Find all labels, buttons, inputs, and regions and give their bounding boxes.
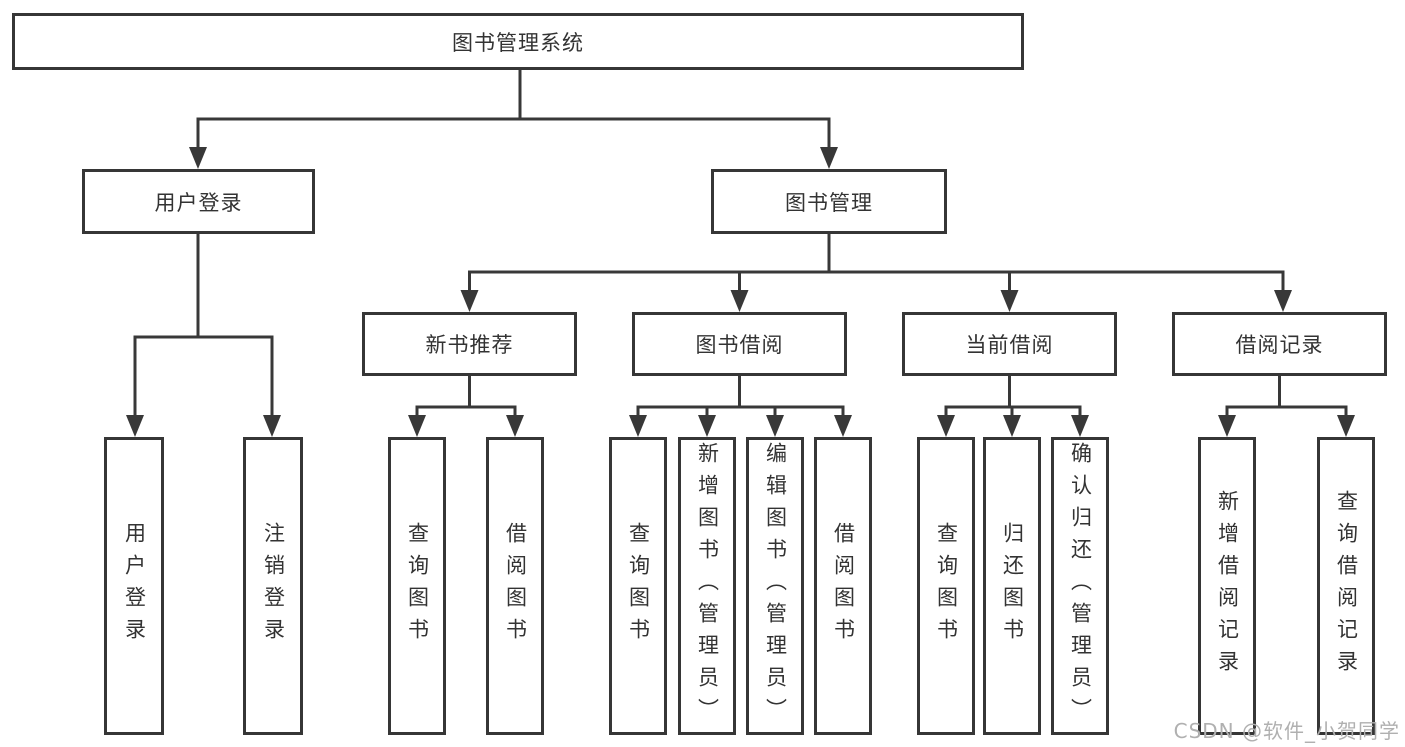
node-label: 用户登录 — [122, 522, 147, 650]
node-borrow-books: 借阅图书 — [814, 437, 872, 735]
node-label: 查询图书 — [405, 522, 430, 650]
arrowhead — [1071, 415, 1089, 437]
connector-root-to-level2 — [196, 70, 831, 151]
node-logout: 注销登录 — [243, 437, 303, 735]
node-label: 新增图书（管理员） — [695, 442, 720, 730]
node-book-borrow: 图书借阅 — [632, 312, 847, 376]
node-label: 用户登录 — [154, 190, 243, 215]
node-edit-books-admin: 编辑图书（管理员） — [746, 437, 804, 735]
connector-borrow-to-children — [636, 376, 845, 419]
arrowhead — [1000, 290, 1019, 312]
arrowhead — [1337, 415, 1355, 437]
node-return-books: 归还图书 — [983, 437, 1041, 735]
node-user-login-leaf: 用户登录 — [104, 437, 164, 735]
node-label: 图书管理 — [785, 190, 873, 215]
arrowhead — [937, 415, 955, 437]
node-add-borrow-record: 新增借阅记录 — [1198, 437, 1256, 735]
arrowhead — [629, 415, 647, 437]
arrowhead — [766, 415, 784, 437]
arrowhead — [834, 415, 852, 437]
arrowhead — [1274, 290, 1292, 312]
watermark: CSDN @软件_小贺同学 — [1173, 719, 1400, 743]
node-borrow-books: 借阅图书 — [486, 437, 544, 735]
node-user-login: 用户登录 — [82, 169, 315, 234]
node-label: 当前借阅 — [965, 333, 1054, 357]
node-label: 查询图书 — [934, 522, 959, 650]
node-label: 图书管理系统 — [452, 30, 584, 55]
connector-user-to-children — [133, 234, 274, 419]
node-label: 查询图书 — [626, 522, 651, 650]
arrowhead — [408, 415, 426, 437]
arrowhead — [126, 415, 144, 437]
node-label: 新书推荐 — [425, 333, 514, 357]
node-label: 编辑图书（管理员） — [763, 442, 788, 730]
arrowhead — [506, 415, 524, 437]
node-book-management: 图书管理 — [711, 169, 947, 234]
node-label: 确认归还（管理员） — [1068, 442, 1093, 730]
connector-newbook-to-children — [415, 376, 517, 419]
arrowhead — [460, 290, 479, 312]
node-label: 归还图书 — [1000, 522, 1025, 650]
node-new-book-recommend: 新书推荐 — [362, 312, 577, 376]
node-root: 图书管理系统 — [12, 13, 1024, 70]
node-query-books: 查询图书 — [388, 437, 446, 735]
connector-mgmt-to-level3 — [468, 234, 1285, 294]
connector-current-to-children — [944, 376, 1082, 419]
node-borrow-records: 借阅记录 — [1172, 312, 1387, 376]
node-label: 借阅图书 — [831, 522, 856, 650]
arrowhead — [1003, 415, 1021, 437]
node-current-borrow: 当前借阅 — [902, 312, 1117, 376]
node-add-books-admin: 新增图书（管理员） — [678, 437, 736, 735]
node-label: 新增借阅记录 — [1215, 490, 1240, 682]
node-label: 借阅记录 — [1235, 333, 1324, 357]
node-label: 注销登录 — [261, 522, 286, 650]
arrowhead — [698, 415, 716, 437]
arrowhead — [820, 147, 838, 169]
arrowhead — [1218, 415, 1236, 437]
node-query-borrow-record: 查询借阅记录 — [1317, 437, 1375, 735]
node-label: 借阅图书 — [503, 522, 528, 650]
node-confirm-return-admin: 确认归还（管理员） — [1051, 437, 1109, 735]
arrowhead — [189, 147, 207, 169]
connector-records-to-children — [1225, 376, 1348, 419]
arrowhead — [263, 415, 281, 437]
node-query-books: 查询图书 — [609, 437, 667, 735]
node-label: 查询借阅记录 — [1334, 490, 1359, 682]
arrowhead — [730, 290, 749, 312]
node-label: 图书借阅 — [695, 333, 784, 357]
node-query-books: 查询图书 — [917, 437, 975, 735]
